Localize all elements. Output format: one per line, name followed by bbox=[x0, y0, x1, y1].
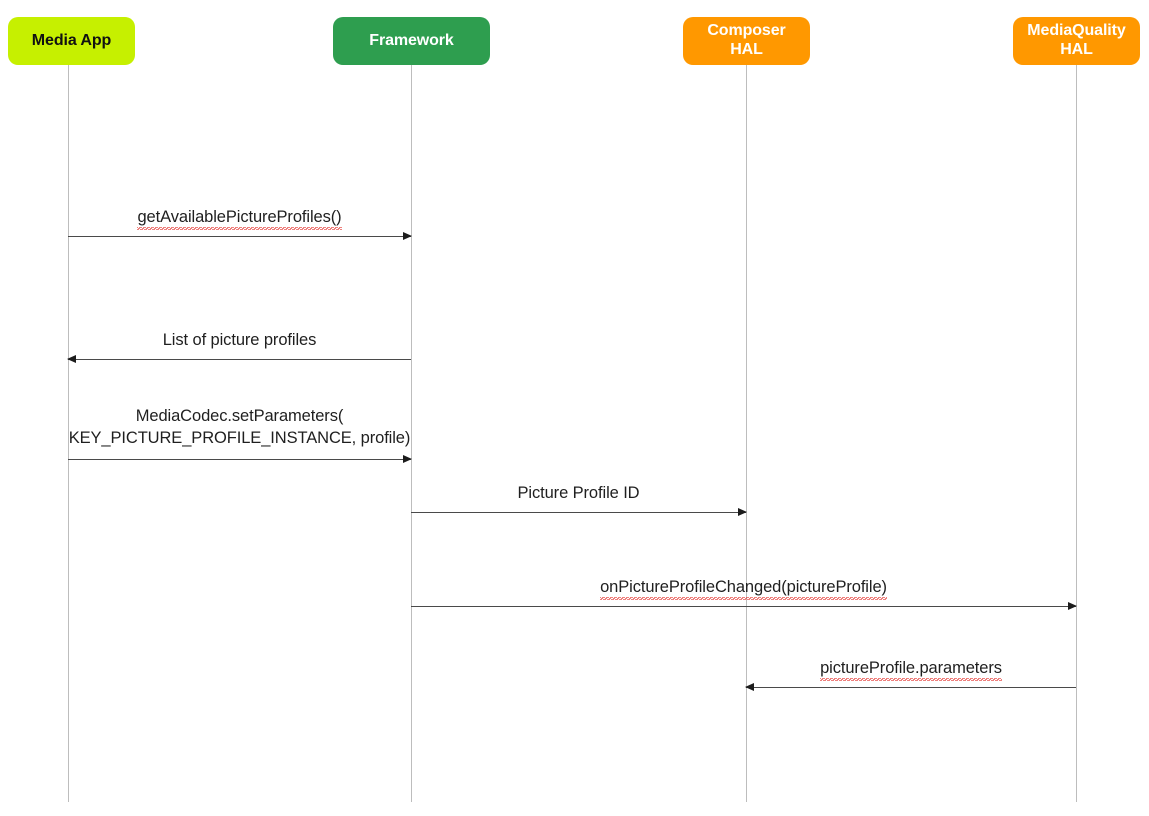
message-label: Picture Profile ID bbox=[517, 484, 640, 502]
arrowhead-right-icon bbox=[403, 455, 412, 463]
participant-label: Framework bbox=[369, 31, 454, 49]
message-label: getAvailablePictureProfiles() bbox=[68, 206, 411, 231]
message-line bbox=[411, 606, 1076, 607]
arrowhead-left-icon bbox=[745, 683, 754, 691]
lifeline-mediaquality-hal bbox=[1076, 65, 1077, 802]
participant-label: Composer HAL bbox=[707, 22, 786, 58]
lifeline-composer-hal bbox=[746, 65, 747, 802]
message-label: List of picture profiles bbox=[162, 331, 317, 349]
arrowhead-right-icon bbox=[403, 232, 412, 240]
message-label-text: getAvailablePictureProfiles() bbox=[137, 206, 342, 231]
message-line bbox=[68, 359, 411, 360]
arrowhead-right-icon bbox=[738, 508, 747, 516]
lifeline-framework bbox=[411, 65, 412, 802]
participant-media-app[interactable]: Media App bbox=[8, 17, 135, 65]
arrowhead-left-icon bbox=[67, 355, 76, 363]
message-label: MediaCodec.setParameters( KEY_PICTURE_PR… bbox=[68, 407, 411, 448]
message-label: pictureProfile.parameters bbox=[746, 657, 1076, 682]
message-line bbox=[68, 236, 411, 237]
message-line bbox=[68, 459, 411, 460]
participant-mediaquality-hal[interactable]: MediaQuality HAL bbox=[1013, 17, 1140, 65]
message-label: onPictureProfileChanged(pictureProfile) bbox=[411, 576, 1076, 601]
message-label-text: pictureProfile.parameters bbox=[820, 657, 1002, 682]
message-label-text: onPictureProfileChanged(pictureProfile) bbox=[600, 576, 887, 601]
message-line bbox=[746, 687, 1076, 688]
participant-label: Media App bbox=[31, 31, 112, 49]
participant-label: MediaQuality HAL bbox=[1027, 22, 1126, 58]
message-line bbox=[411, 512, 746, 513]
arrowhead-right-icon bbox=[1068, 602, 1077, 610]
lifeline-media-app bbox=[68, 65, 69, 802]
participant-composer-hal[interactable]: Composer HAL bbox=[683, 17, 810, 65]
participant-framework[interactable]: Framework bbox=[333, 17, 490, 65]
